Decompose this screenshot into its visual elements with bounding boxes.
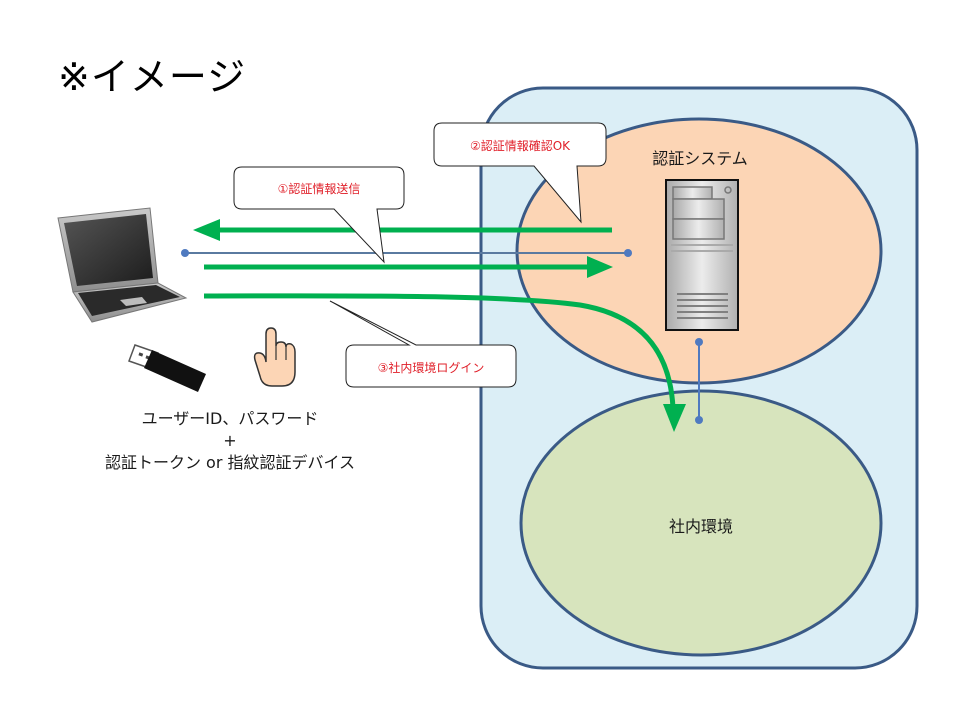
- internal-environment-label: 社内環境: [668, 517, 733, 536]
- pointing-hand-icon: [253, 327, 296, 387]
- usb-token-icon: [128, 344, 206, 392]
- caption-line-plus: +: [223, 431, 237, 450]
- auth-system-label: 認証システム: [652, 149, 748, 168]
- server-internal-connector: [695, 338, 703, 424]
- callout-step2-text: ②認証情報確認OK: [469, 139, 571, 153]
- laptop-server-connector: [181, 249, 632, 257]
- send-credentials-arrow: [204, 256, 613, 278]
- callout-step1: [233, 166, 405, 264]
- page-title: ※イメージ: [58, 55, 247, 99]
- callout-step2: [433, 122, 607, 224]
- callout-step1-text: ①認証情報送信: [277, 182, 361, 196]
- response-arrow: [193, 219, 612, 241]
- client-credentials-caption: ユーザーID、パスワード + 認証トークン or 指紋認証デバイス: [80, 408, 380, 474]
- laptop-icon: [57, 207, 188, 323]
- callout-step3: [329, 300, 517, 388]
- caption-line-credentials: ユーザーID、パスワード: [141, 409, 319, 428]
- internal-environment-zone: [519, 389, 883, 657]
- login-arrow: [203, 293, 686, 432]
- server-tower-icon: [665, 179, 739, 331]
- caption-line-devices: 認証トークン or 指紋認証デバイス: [104, 453, 356, 472]
- callout-step3-text: ③社内環境ログイン: [377, 361, 485, 375]
